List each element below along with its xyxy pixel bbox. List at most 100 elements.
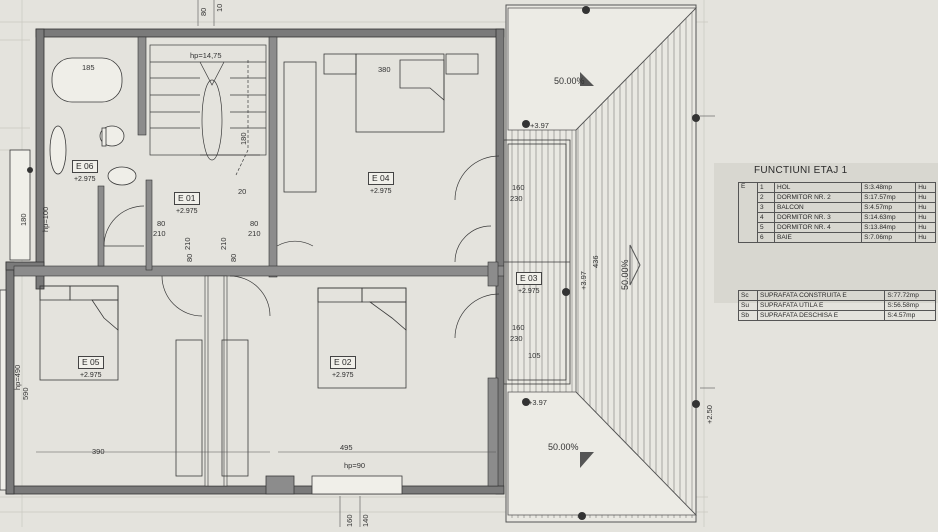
room-tag-e01: E 01 +2.975	[174, 192, 200, 217]
dim-label: hp=14,75	[190, 51, 222, 60]
room-tag-e06: E 06 +2.975	[72, 160, 98, 185]
dim-label: 20	[238, 187, 246, 196]
dim-label: 80	[250, 219, 258, 228]
room-elevation: +2.975	[369, 188, 392, 195]
room-tag-e05: E 05 +2.975	[78, 356, 104, 381]
room-code: E 02	[330, 356, 356, 369]
legend-row-number: 4	[757, 212, 775, 223]
dim-label: 180	[19, 213, 28, 226]
dim-label: 160	[512, 183, 525, 192]
dim-label: 210	[219, 237, 228, 250]
legend-row-name: DORMITOR NR. 2	[773, 192, 863, 203]
slope-arrow-mid	[629, 244, 641, 286]
dim-label: 210	[248, 229, 261, 238]
beds	[39, 53, 479, 477]
legend-row-area: S:7.06mp	[861, 232, 917, 243]
legend-row-finish: Hu	[915, 232, 936, 243]
dim-label: hp=90	[344, 461, 365, 470]
room-elevation: +2.975	[73, 176, 96, 183]
room-code: E 04	[368, 172, 394, 185]
room-elevation: +2.975	[79, 372, 102, 379]
dim-label: 10	[215, 4, 224, 12]
legend-summary-value: S:56.58mp	[884, 300, 936, 311]
roof-slope-bottom: 50.00%	[548, 442, 579, 452]
legend-row-finish: Hu	[915, 202, 936, 213]
legend-row-finish: Hu	[915, 222, 936, 233]
dim-label: 80	[157, 219, 165, 228]
bathroom-fixtures	[49, 57, 137, 186]
roof-slope-top: 50.00%	[554, 76, 585, 86]
legend-row-name: HOL	[773, 182, 863, 193]
legend-row-number: 1	[757, 182, 775, 193]
legend-row-number: 3	[757, 202, 775, 213]
room-elevation: +2.975	[517, 288, 540, 295]
dim-label: hp=490	[13, 365, 22, 390]
dim-label: 160	[345, 514, 354, 527]
roof-slope-labels: 50.00% 50.00% 50.00%	[548, 76, 630, 452]
dim-label: 210	[153, 229, 166, 238]
slope-arrow-top	[580, 72, 594, 86]
legend-row-area: S:13.84mp	[861, 222, 917, 233]
door-swings	[103, 155, 500, 339]
legend-summary-value: S:4.57mp	[884, 310, 936, 321]
dim-label: 80	[185, 254, 194, 262]
balcony	[503, 139, 571, 385]
legend-summary-name: SUPRAFATA DESCHISA E	[756, 310, 886, 321]
dim-label: 230	[510, 194, 523, 203]
legend-floor-code: E	[738, 182, 758, 243]
dim-label: +3.97	[528, 398, 547, 407]
legend-summary-code: Sb	[738, 310, 758, 321]
legend-row-area: S:4.57mp	[861, 202, 917, 213]
dimension-lines	[36, 0, 715, 527]
dim-label: 230	[510, 334, 523, 343]
dim-label: 380	[378, 65, 391, 74]
legend-row-name: DORMITOR NR. 3	[773, 212, 863, 223]
dim-label: 590	[21, 387, 30, 400]
legend-row-area: S:14.63mp	[861, 212, 917, 223]
dim-label: 185	[82, 63, 95, 72]
dim-label: 80	[199, 8, 208, 16]
dim-label: 180	[239, 132, 248, 145]
legend-title: FUNCTIUNI ETAJ 1	[754, 165, 848, 176]
room-code: E 06	[72, 160, 98, 173]
level-markers	[27, 6, 700, 520]
room-tag-e04: E 04 +2.975	[368, 172, 394, 197]
roof-slope-mid: 50.00%	[620, 259, 630, 290]
legend-row-finish: Hu	[915, 192, 936, 203]
dim-label: 160	[512, 323, 525, 332]
staircase	[149, 44, 267, 176]
room-tag-e03: E 03 +2.975	[516, 272, 542, 297]
dim-label: +2.50	[705, 405, 714, 424]
dim-label: 210	[183, 237, 192, 250]
legend-row-area: S:17.57mp	[861, 192, 917, 203]
dimension-labels: 80 10 hp=14,75 185 380 180 20 80 210 80 …	[13, 4, 714, 527]
dim-label: 495	[340, 443, 353, 452]
legend-row-finish: Hu	[915, 212, 936, 223]
room-code: E 05	[78, 356, 104, 369]
legend-row-area: S:3.48mp	[861, 182, 917, 193]
windows	[0, 149, 403, 495]
room-code: E 01	[174, 192, 200, 205]
dim-label: +3.97	[530, 121, 549, 130]
legend-summary-code: Sc	[738, 290, 758, 301]
roof-plan	[505, 4, 697, 523]
legend-row-name: BAIE	[773, 232, 863, 243]
dim-label: 140	[361, 514, 370, 527]
dim-label: +3.97	[579, 271, 588, 290]
legend-row-number: 2	[757, 192, 775, 203]
room-elevation: +2.975	[331, 372, 354, 379]
room-code: E 03	[516, 272, 542, 285]
legend-row-finish: Hu	[915, 182, 936, 193]
interior-walls	[13, 36, 505, 487]
legend-row-name: DORMITOR NR. 4	[773, 222, 863, 233]
